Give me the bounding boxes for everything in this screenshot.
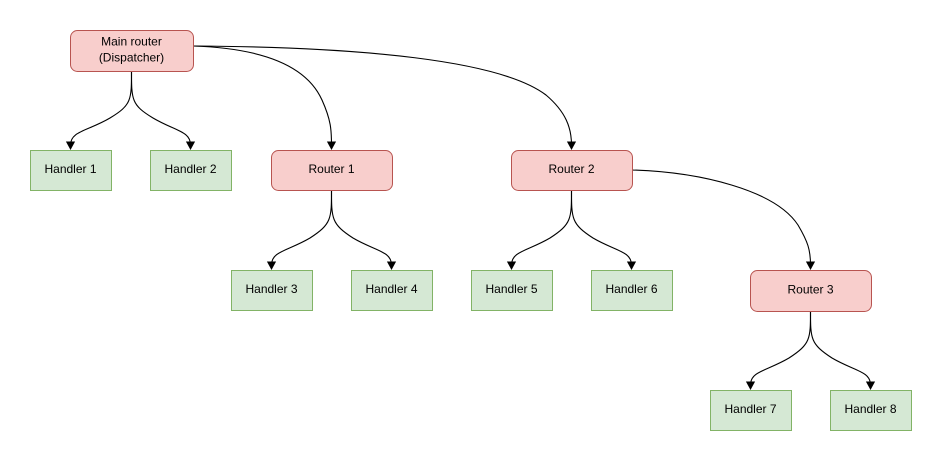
node-label: Handler 7 <box>724 402 776 416</box>
node-label: Router 3 <box>787 283 833 297</box>
node-router-3[interactable]: Router 3 <box>750 270 872 312</box>
node-shape[interactable] <box>710 390 792 431</box>
node-main-router[interactable]: Main router (Dispatcher) <box>70 30 194 72</box>
edges-layer <box>65 45 876 390</box>
node-label: Handler 5 <box>485 282 537 296</box>
edge-line <box>192 45 573 146</box>
nodes-layer: Main router (Dispatcher) Handler 1 Handler … <box>30 30 912 431</box>
edge-router-1-to-handler-3 <box>266 189 333 270</box>
node-shape[interactable] <box>591 270 673 311</box>
edge-router-2-to-router-3 <box>631 169 816 270</box>
edge-main-router-to-handler-2 <box>130 70 196 150</box>
edge-line <box>570 189 633 266</box>
arrowhead-icon <box>506 261 517 270</box>
node-handler-7[interactable]: Handler 7 <box>710 390 792 431</box>
node-handler-8[interactable]: Handler 8 <box>830 390 912 431</box>
node-label: Router 2 <box>548 162 594 176</box>
edge-line <box>270 189 333 266</box>
arrowhead-icon <box>626 261 637 270</box>
arrowhead-icon <box>65 141 76 150</box>
edge-line <box>749 310 812 386</box>
node-handler-4[interactable]: Handler 4 <box>351 270 433 311</box>
edge-router-3-to-handler-7 <box>745 310 812 390</box>
arrowhead-icon <box>326 141 337 150</box>
node-label: Handler 3 <box>245 282 297 296</box>
node-router-1[interactable]: Router 1 <box>271 150 393 191</box>
edge-line <box>192 45 333 146</box>
node-shape[interactable] <box>30 150 112 191</box>
edge-line <box>631 169 812 266</box>
node-shape[interactable] <box>471 270 553 311</box>
node-shape[interactable] <box>150 150 232 191</box>
edge-line <box>809 310 872 386</box>
node-label: Handler 4 <box>365 282 417 296</box>
node-label: Handler 2 <box>164 162 216 176</box>
node-router-2[interactable]: Router 2 <box>511 150 633 191</box>
node-label: (Dispatcher) <box>99 51 164 65</box>
node-label: Handler 8 <box>844 402 896 416</box>
edge-router-1-to-handler-4 <box>330 189 397 270</box>
edge-line <box>69 70 133 146</box>
edge-line <box>130 70 192 146</box>
arrowhead-icon <box>745 381 756 390</box>
node-shape[interactable] <box>231 270 313 311</box>
node-shape[interactable] <box>830 390 912 431</box>
node-shape[interactable] <box>750 270 872 312</box>
arrowhead-icon <box>386 261 397 270</box>
arrowhead-icon <box>865 381 876 390</box>
node-handler-6[interactable]: Handler 6 <box>591 270 673 311</box>
node-shape[interactable] <box>351 270 433 311</box>
edge-line <box>510 189 573 266</box>
node-handler-2[interactable]: Handler 2 <box>150 150 232 191</box>
node-handler-5[interactable]: Handler 5 <box>471 270 553 311</box>
edge-router-2-to-handler-6 <box>570 189 637 270</box>
node-shape[interactable] <box>70 30 194 72</box>
node-label: Router 1 <box>308 162 354 176</box>
edge-main-router-to-router-2 <box>192 45 577 150</box>
edge-main-router-to-router-1 <box>192 45 337 150</box>
node-handler-1[interactable]: Handler 1 <box>30 150 112 191</box>
edge-line <box>330 189 393 266</box>
node-label: Main router <box>101 35 162 49</box>
node-shape[interactable] <box>511 150 633 191</box>
arrowhead-icon <box>266 261 277 270</box>
arrowhead-icon <box>185 141 196 150</box>
node-label: Handler 6 <box>605 282 657 296</box>
edge-main-router-to-handler-1 <box>65 70 133 150</box>
node-label: Handler 1 <box>44 162 96 176</box>
edge-router-2-to-handler-5 <box>506 189 573 270</box>
node-handler-3[interactable]: Handler 3 <box>231 270 313 311</box>
arrowhead-icon <box>566 141 577 150</box>
arrowhead-icon <box>805 261 816 270</box>
edge-router-3-to-handler-8 <box>809 310 876 390</box>
node-shape[interactable] <box>271 150 393 191</box>
